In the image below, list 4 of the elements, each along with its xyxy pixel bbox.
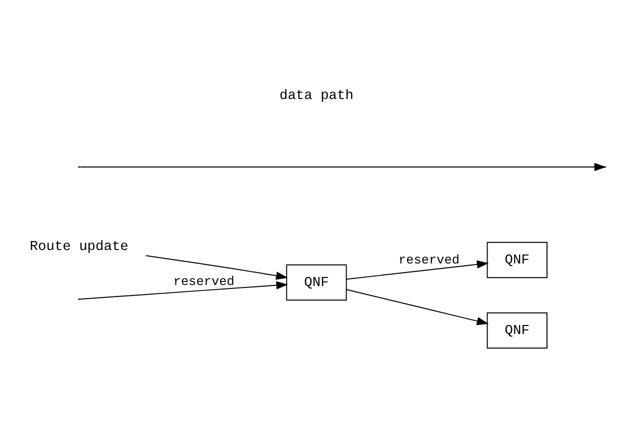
edge-label: reserved bbox=[398, 252, 460, 267]
label: data path bbox=[280, 88, 354, 104]
edge-label: reserved bbox=[173, 273, 234, 288]
node-text: Route update bbox=[30, 239, 128, 254]
